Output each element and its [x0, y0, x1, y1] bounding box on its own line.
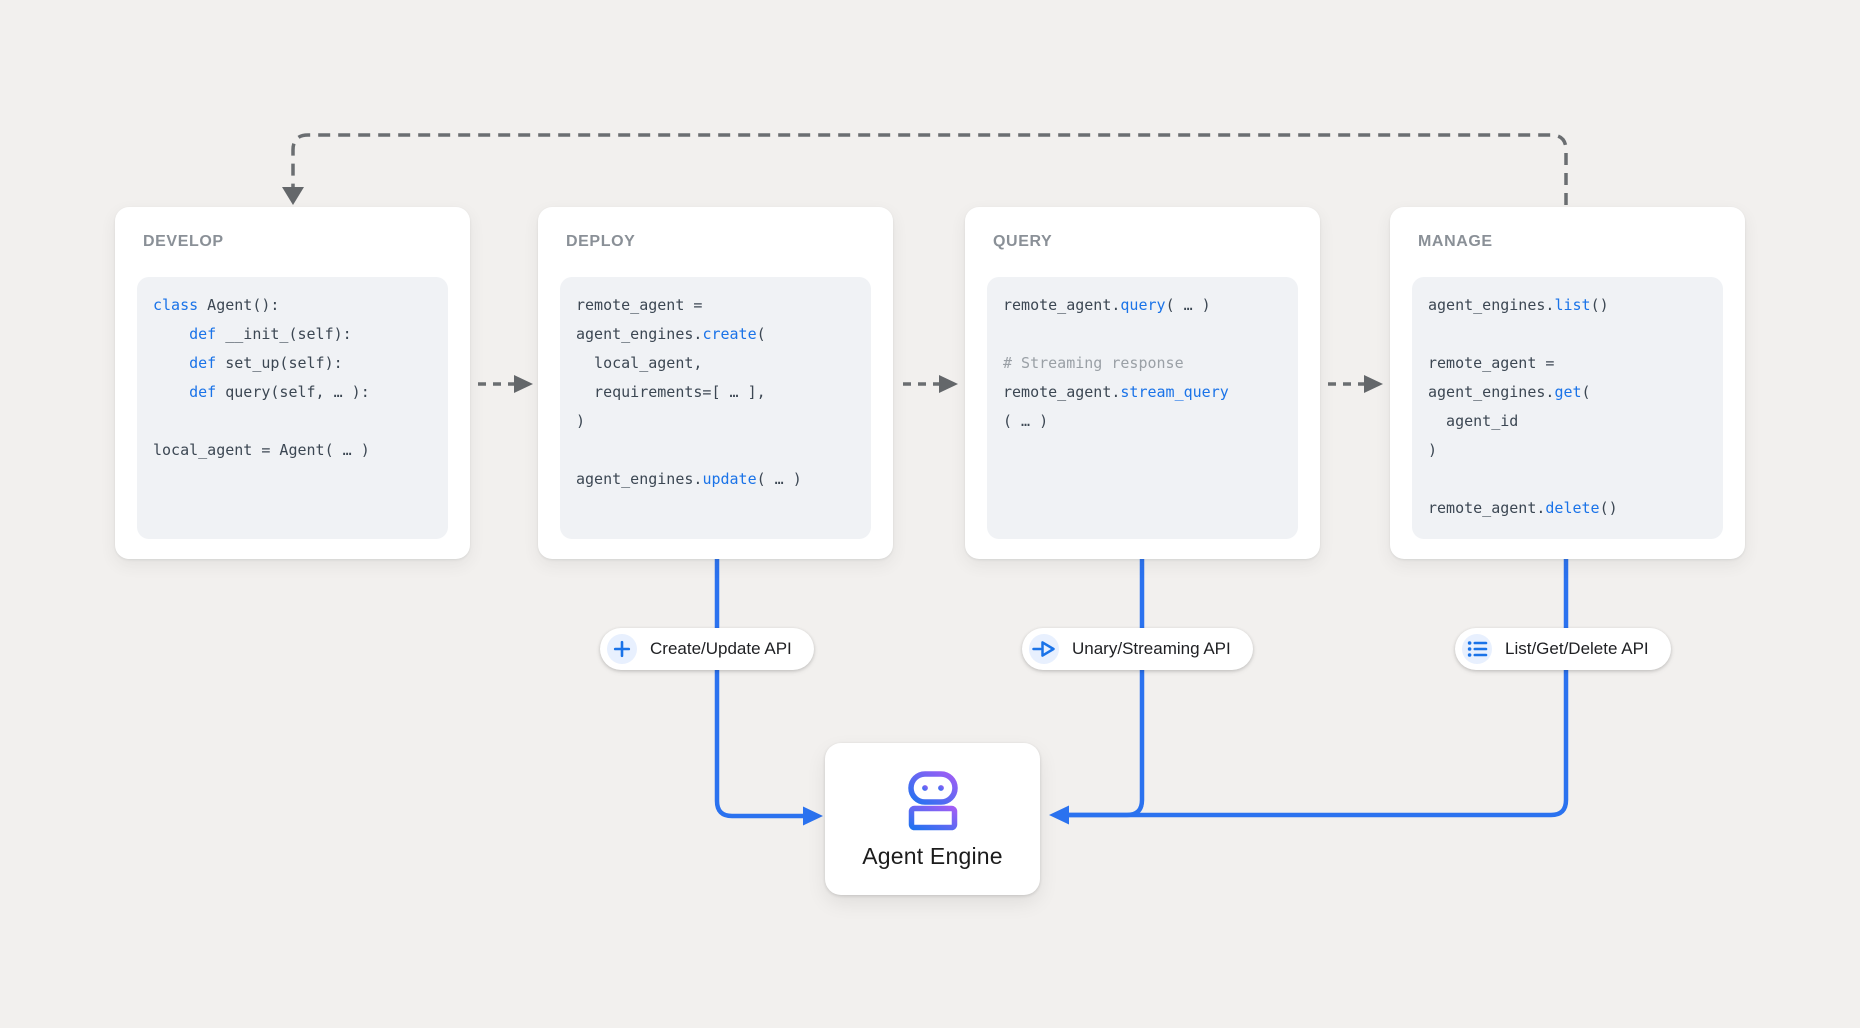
arrowhead-icon	[514, 375, 533, 393]
stage-title: MANAGE	[1418, 233, 1493, 250]
code-snippet: class Agent(): def __init_(self): def se…	[137, 277, 448, 539]
deploy-to-engine-line	[714, 556, 804, 819]
stage-title: DEVELOP	[143, 233, 224, 250]
agent-engine-label: Agent Engine	[862, 842, 1003, 869]
code-snippet: remote_agent.query( … ) # Streaming resp…	[987, 277, 1298, 539]
api-pill-label: List/Get/Delete API	[1505, 639, 1649, 658]
stage-card-query: QUERY remote_agent.query( … ) # Streaming…	[965, 207, 1320, 559]
feedback-loop-dashed-arrow	[291, 133, 1568, 205]
stage-card-deploy: DEPLOY remote_agent =agent_engines.create…	[538, 207, 893, 559]
api-pill-label: Unary/Streaming API	[1072, 639, 1231, 658]
stage-card-manage: MANAGE agent_engines.list() remote_agent …	[1390, 207, 1745, 559]
query-to-engine-line	[1068, 556, 1145, 818]
feedback-arrowhead-icon	[282, 187, 304, 205]
api-pill-create-update: Create/Update API	[600, 628, 814, 670]
code-snippet: agent_engines.list() remote_agent =agent…	[1412, 277, 1723, 539]
manage-to-engine-line	[1068, 556, 1569, 818]
arrowhead-icon	[1364, 375, 1383, 393]
code-snippet: remote_agent =agent_engines.create( loca…	[560, 277, 871, 539]
api-pill-label: Create/Update API	[650, 639, 792, 658]
stage-title: DEPLOY	[566, 233, 636, 250]
robot-icon	[907, 770, 958, 830]
list-icon	[1462, 634, 1492, 664]
engine-left-arrowhead-icon	[803, 806, 823, 826]
engine-right-arrowhead-icon	[1049, 805, 1069, 825]
stream-icon	[1029, 634, 1059, 664]
agent-engine-node: Agent Engine	[825, 743, 1040, 895]
api-pill-list-get-delete: List/Get/Delete API	[1455, 628, 1671, 670]
stage-card-develop: DEVELOP class Agent(): def __init_(self):…	[115, 207, 470, 559]
arrowhead-icon	[939, 375, 958, 393]
plus-icon	[607, 634, 637, 664]
api-pill-unary-streaming: Unary/Streaming API	[1022, 628, 1253, 670]
stage-title: QUERY	[993, 233, 1053, 250]
